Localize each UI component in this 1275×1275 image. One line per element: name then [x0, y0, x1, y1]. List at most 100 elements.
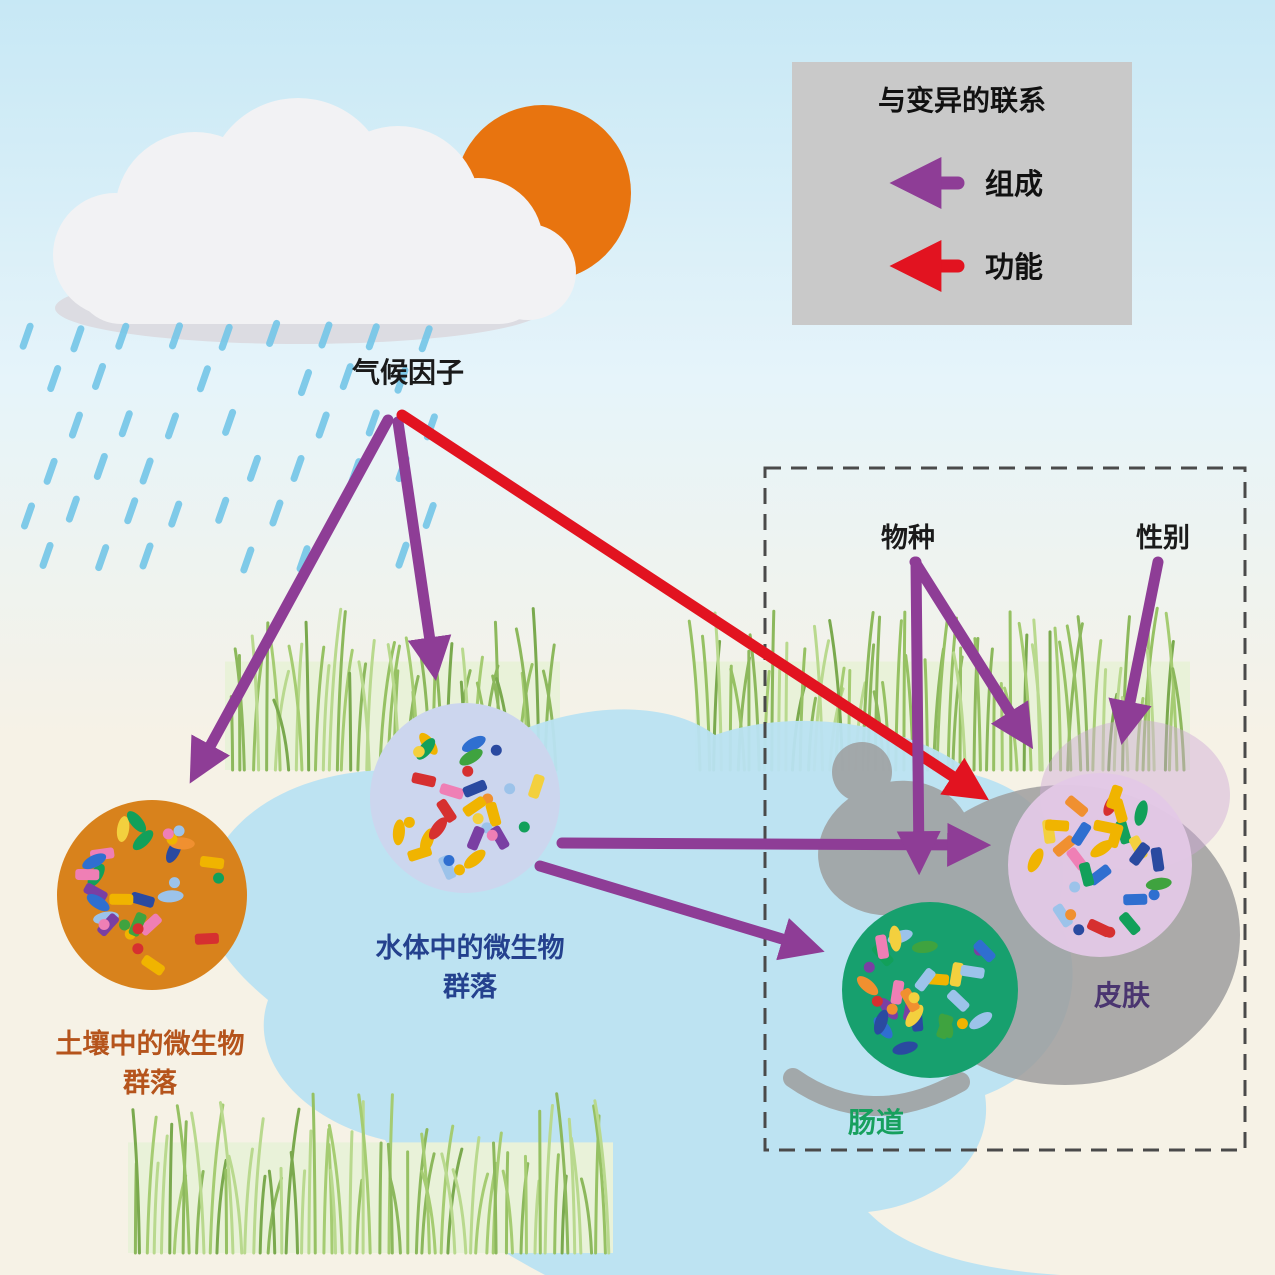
- grass-blade: [357, 660, 371, 772]
- microbe: [132, 830, 154, 851]
- grass-blade: [322, 1127, 331, 1255]
- microbe: [1071, 822, 1092, 846]
- microbe: [213, 872, 225, 884]
- raindrop: [68, 411, 83, 439]
- grass-blade: [250, 634, 261, 772]
- microbe: [472, 813, 484, 825]
- grass-blade: [355, 1178, 364, 1255]
- grass-blade: [215, 1158, 228, 1255]
- grass-blade: [300, 1169, 307, 1255]
- grass-blade: [1058, 640, 1073, 772]
- grass-blade: [287, 644, 304, 772]
- microbe: [139, 913, 162, 936]
- arrow-climate-to-skin-function: [396, 409, 990, 801]
- raindrop: [124, 497, 139, 525]
- grass-blade: [1017, 621, 1033, 772]
- microbe: [168, 877, 180, 889]
- raindrop: [290, 454, 305, 482]
- raindrop: [218, 323, 233, 351]
- microbe: [411, 772, 437, 788]
- microbe: [485, 801, 502, 827]
- microbe: [116, 816, 130, 842]
- raindrop: [19, 322, 34, 350]
- legend-composition-label: 组成: [985, 167, 1043, 201]
- grass-blade: [131, 1108, 141, 1255]
- grass-blade: [152, 1161, 160, 1255]
- microbe: [911, 940, 938, 954]
- host-dashed-box: [763, 466, 1247, 1152]
- microbe: [946, 989, 970, 1012]
- raindrop: [65, 495, 80, 523]
- grass-blade: [327, 1143, 334, 1255]
- grass-blade: [567, 1117, 577, 1255]
- raindrop: [269, 499, 284, 527]
- grass-blade: [446, 1147, 464, 1255]
- microbe: [1093, 819, 1118, 835]
- microbe: [892, 1041, 918, 1055]
- grass-blade: [284, 1107, 301, 1255]
- raindrop: [92, 362, 107, 390]
- grass-blade: [414, 1128, 429, 1255]
- grass-blade: [1048, 630, 1053, 772]
- microbe: [889, 925, 902, 952]
- microbe: [109, 893, 134, 905]
- microbe: [98, 918, 110, 930]
- microbe: [126, 811, 147, 833]
- raindrop: [297, 369, 312, 397]
- mouse-ear: [832, 742, 892, 802]
- legend-box: [792, 62, 1132, 325]
- microbe: [407, 845, 432, 862]
- microbe: [459, 748, 483, 766]
- gut-label: 肠道: [848, 1106, 904, 1139]
- grass-blade: [1065, 624, 1083, 772]
- grass-blade: [145, 1115, 158, 1255]
- raindrop: [240, 546, 255, 574]
- grass-blade: [258, 1174, 267, 1255]
- microbe: [162, 828, 174, 840]
- grass-blade: [1053, 626, 1063, 772]
- microbe: [528, 774, 545, 799]
- grass-blade: [533, 1179, 541, 1255]
- raindrop: [395, 541, 410, 569]
- grass-blade: [272, 698, 291, 772]
- soil-community-label-line2: 群落: [123, 1068, 178, 1099]
- rain-group: [19, 319, 438, 574]
- microbe: [1145, 877, 1172, 891]
- arrow-species-to-skin: [909, 556, 1034, 750]
- microbe: [1052, 835, 1076, 857]
- grass-blade: [233, 647, 246, 772]
- microbe: [199, 855, 225, 870]
- microbe: [518, 821, 530, 833]
- raindrop: [70, 325, 85, 353]
- grass-blade: [474, 1172, 490, 1255]
- microbe: [75, 868, 100, 881]
- raindrop: [164, 412, 179, 440]
- microbe: [1150, 847, 1165, 872]
- grass-blade: [1008, 610, 1013, 772]
- raindrop: [215, 496, 230, 524]
- microbe: [1104, 926, 1116, 938]
- grass-blade: [1030, 643, 1044, 772]
- grass-blade: [348, 1130, 354, 1255]
- grass-blade: [985, 647, 994, 772]
- grass-blade: [935, 611, 950, 772]
- grass-blade: [555, 1092, 570, 1255]
- grass-blade: [227, 1154, 244, 1255]
- mouse-tail: [783, 1068, 970, 1116]
- grass-blade: [378, 1141, 383, 1255]
- microbe: [486, 829, 498, 841]
- grass-blade: [553, 1153, 560, 1255]
- microbe: [914, 968, 936, 992]
- raindrop: [196, 365, 211, 393]
- grass-blade: [440, 1152, 457, 1255]
- microbe: [141, 955, 165, 976]
- microbe: [443, 855, 455, 867]
- microbe: [1134, 800, 1148, 826]
- raindrop: [315, 411, 330, 439]
- arrow-species-to-gut: [896, 556, 941, 876]
- grass-blade: [208, 1103, 225, 1255]
- grass-blade: [543, 1103, 554, 1255]
- arrows: [189, 409, 1164, 961]
- microbe: [464, 849, 486, 869]
